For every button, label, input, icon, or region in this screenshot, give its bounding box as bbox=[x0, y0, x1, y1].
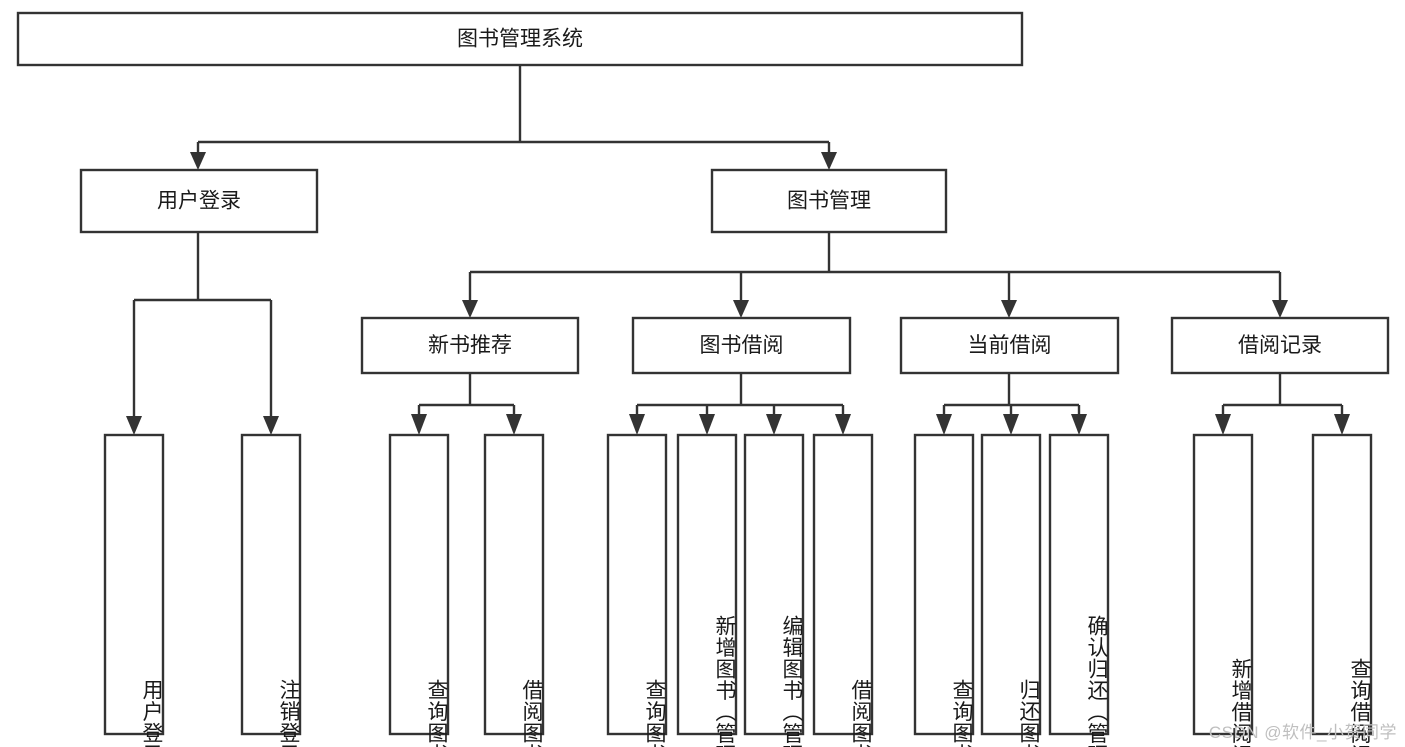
connector-borrow-record-to-leaves bbox=[1215, 373, 1350, 435]
node-leaf-query-book-rec-box[interactable] bbox=[388, 433, 450, 736]
node-book-management-label: 图书管理 bbox=[787, 190, 871, 213]
node-root-label: 图书管理系统 bbox=[457, 28, 583, 51]
node-leaf-query-book-borrow-box[interactable] bbox=[606, 433, 668, 736]
connector-new-book-recommend-to-leaves bbox=[411, 373, 522, 435]
node-leaf-add-book-admin-box[interactable] bbox=[676, 433, 738, 736]
connector-root-to-level2 bbox=[190, 65, 837, 170]
node-book-management-box[interactable] bbox=[710, 168, 948, 234]
connector-book-borrow-to-leaves bbox=[629, 373, 851, 435]
node-current-borrow-box[interactable] bbox=[899, 316, 1120, 375]
node-leaf-edit-book-admin-box[interactable] bbox=[743, 433, 805, 736]
node-leaf-borrow-book-rec-box[interactable] bbox=[483, 433, 545, 736]
node-user-login-label: 用户登录 bbox=[157, 190, 241, 213]
node-book-borrow-label: 图书借阅 bbox=[700, 334, 784, 357]
node-new-book-recommend-label: 新书推荐 bbox=[428, 334, 512, 357]
node-borrow-record-box[interactable] bbox=[1170, 316, 1390, 375]
node-leaf-user-login-box[interactable] bbox=[103, 433, 165, 736]
node-new-book-recommend-box[interactable] bbox=[360, 316, 580, 375]
node-leaf-query-borrow-record-box[interactable] bbox=[1311, 433, 1373, 736]
node-user-login-box[interactable] bbox=[79, 168, 319, 234]
node-borrow-record-label: 借阅记录 bbox=[1238, 334, 1322, 357]
connector-user-login-to-leaves bbox=[126, 232, 279, 435]
node-leaf-confirm-return-admin-box[interactable] bbox=[1048, 433, 1110, 736]
connector-book-management-to-level3 bbox=[462, 232, 1288, 318]
node-leaf-add-borrow-record-box[interactable] bbox=[1192, 433, 1254, 736]
node-leaf-borrow-book-box[interactable] bbox=[812, 433, 874, 736]
node-book-borrow-box[interactable] bbox=[631, 316, 852, 375]
node-leaf-query-book-current-box[interactable] bbox=[913, 433, 975, 736]
node-leaf-logout-login-box[interactable] bbox=[240, 433, 302, 736]
connector-current-borrow-to-leaves bbox=[936, 373, 1087, 435]
node-root-box[interactable] bbox=[16, 11, 1024, 67]
csdn-watermark: CSDN @软件_小贺同学 bbox=[1208, 723, 1397, 742]
node-leaf-return-book-box[interactable] bbox=[980, 433, 1042, 736]
node-current-borrow-label: 当前借阅 bbox=[968, 334, 1052, 357]
